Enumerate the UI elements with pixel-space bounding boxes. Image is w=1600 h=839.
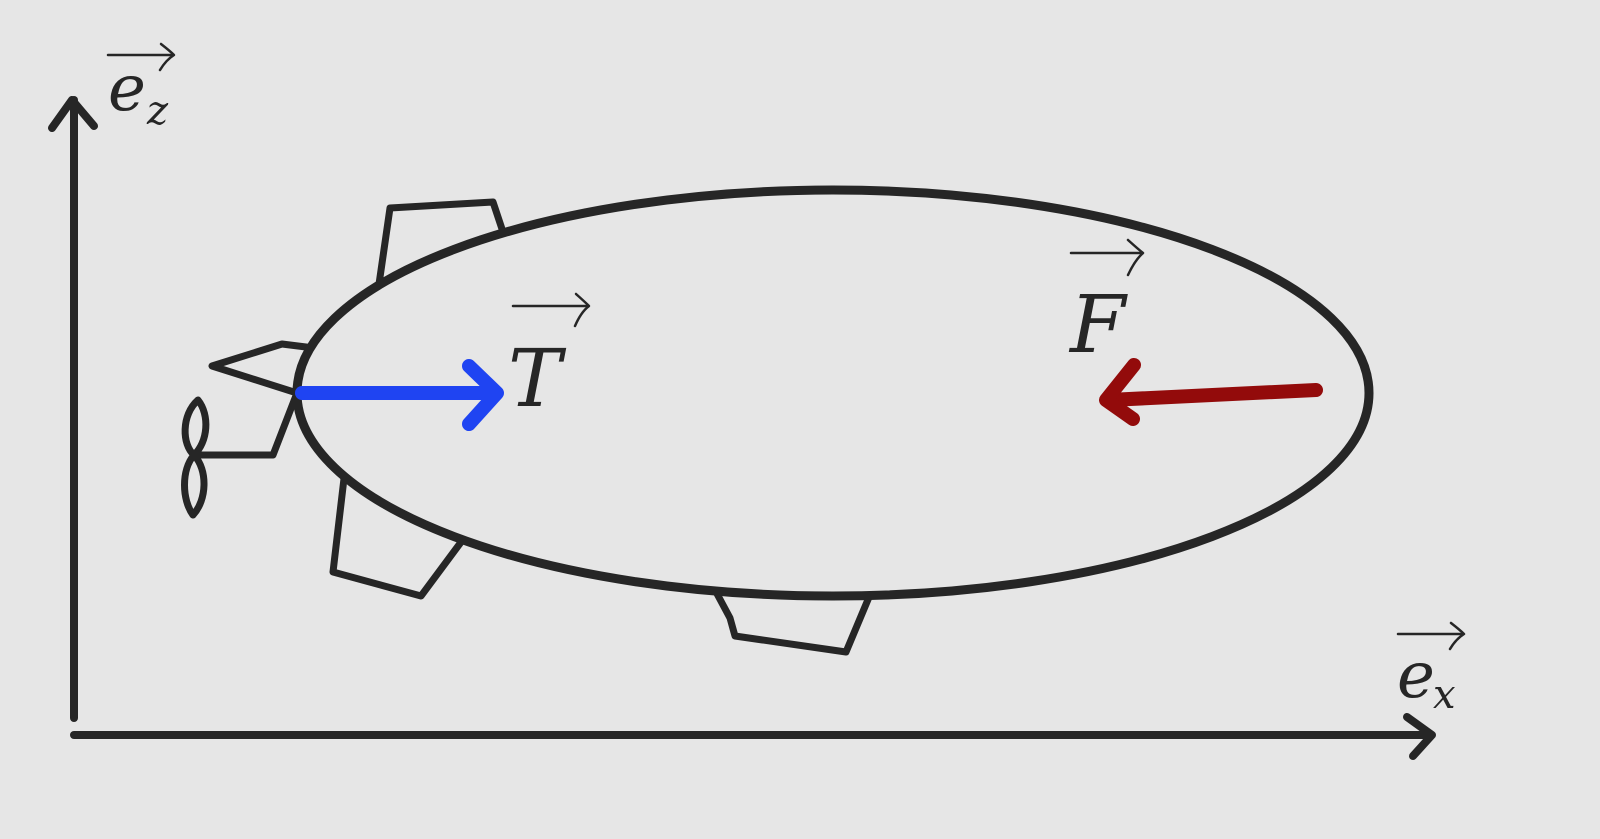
thrust-label: T xyxy=(508,292,591,425)
propeller xyxy=(181,396,210,519)
drag-arrowhead xyxy=(1099,358,1141,426)
x-label-vector-hook xyxy=(1448,621,1466,651)
drag-arrow-shaft xyxy=(1102,383,1323,407)
thrust-arrowhead xyxy=(462,359,504,431)
propeller-blade-bottom xyxy=(181,451,208,519)
drag-label-text: F xyxy=(1068,278,1128,371)
x-label-base: e xyxy=(1397,639,1435,713)
z-axis-arrowhead xyxy=(48,96,98,132)
x-axis-arrowhead xyxy=(1403,713,1436,760)
thrust-label-vector-hook xyxy=(573,292,591,328)
drag-label-vector-hook xyxy=(1126,238,1145,277)
thrust-label-text: T xyxy=(508,332,567,425)
x-axis xyxy=(70,713,1436,760)
z-label-vector-hook xyxy=(158,42,176,72)
lower-fin xyxy=(329,466,474,600)
drag-label: F xyxy=(1068,238,1145,371)
z-axis xyxy=(48,96,98,722)
x-label-subscript: x xyxy=(1433,672,1456,718)
z-label-base: e xyxy=(108,52,146,126)
upper-fin xyxy=(373,198,509,302)
propeller-blade-top xyxy=(181,396,210,459)
x-axis-label: e x xyxy=(1396,621,1466,718)
propeller-mount xyxy=(192,389,301,459)
z-label-subscript: z xyxy=(146,88,169,134)
drag-vector xyxy=(1099,358,1323,426)
gondola xyxy=(711,586,876,656)
thrust-vector xyxy=(295,359,504,431)
rear-tail xyxy=(208,340,326,397)
z-axis-label: e z xyxy=(106,42,176,134)
